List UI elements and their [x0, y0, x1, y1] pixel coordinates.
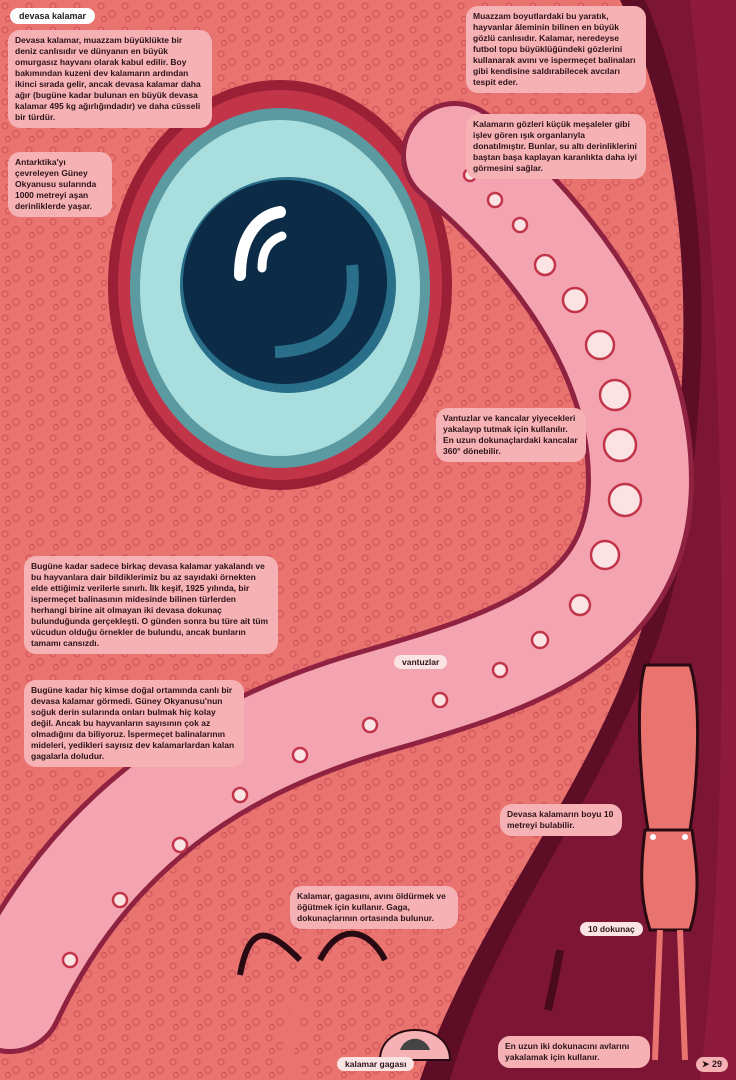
never-seen-text: Bugüne kadar hiç kimse doğal ortamında c…: [24, 680, 244, 767]
giant-squid-silhouette: [637, 663, 700, 1061]
habitat-text: Antarktika'yı çevreleyen Güney Okyanusu …: [8, 152, 112, 217]
intro-text: Devasa kalamar, muazzam büyüklükte bir d…: [8, 30, 212, 128]
fish-icon: ➤: [701, 1059, 710, 1069]
page-number-value: 29: [711, 1059, 722, 1069]
tentacles-label: 10 dokunaç: [580, 922, 643, 936]
eye-light-text: Kalamarın gözleri küçük meşaleler gibi i…: [466, 114, 646, 179]
suckers-label: vantuzlar: [394, 655, 448, 669]
length-text: Devasa kalamarın boyu 10 metreyi bulabil…: [500, 804, 622, 836]
eye: [108, 80, 452, 490]
small-squid-drawing: [237, 930, 388, 1080]
diver-silhouette: [544, 949, 564, 1011]
beak-diagram: [378, 1029, 452, 1061]
page-title: devasa kalamar: [10, 8, 96, 24]
beak-label: kalamar gagası: [337, 1057, 415, 1071]
eye-size-text: Muazzam boyutlardaki bu yaratık, hayvanl…: [466, 6, 646, 93]
discovery-text: Bugüne kadar sadece birkaç devasa kalama…: [24, 556, 278, 654]
page-number: ➤ 29: [695, 1057, 728, 1072]
long-tentacles-text: En uzun iki dokunacını avlarını yakalama…: [498, 1036, 650, 1068]
hooks-text: Vantuzlar ve kancalar yiyecekleri yakala…: [436, 408, 586, 462]
beak-text: Kalamar, gagasını, avını öldürmek ve öğü…: [290, 886, 458, 929]
